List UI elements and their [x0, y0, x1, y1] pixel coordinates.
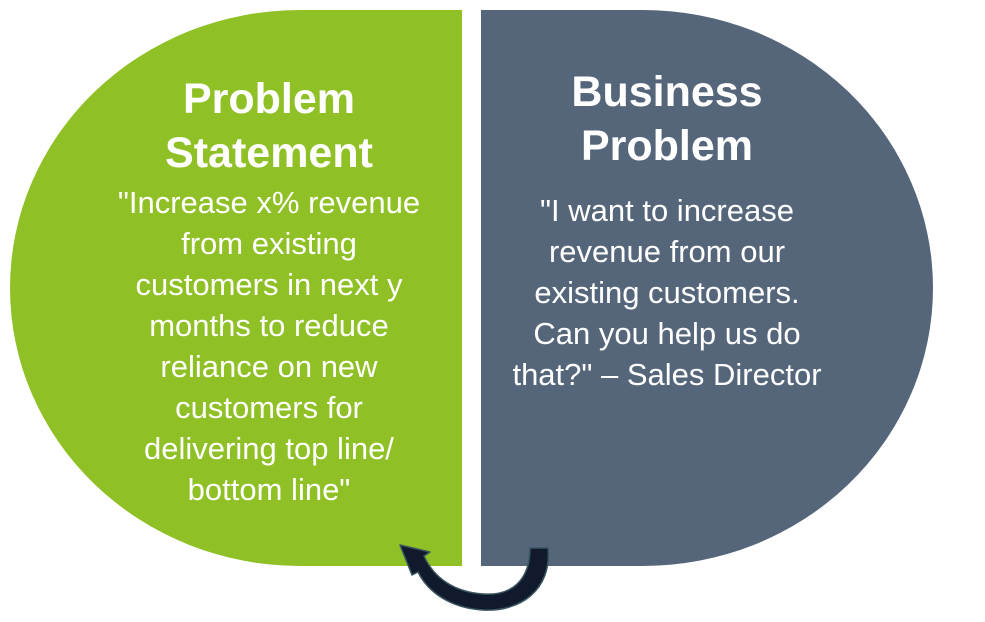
business-problem-title: Business Problem — [571, 68, 763, 170]
business-problem-text: "I want to increase revenue from our exi… — [512, 193, 822, 392]
curved-arrow-body — [399, 544, 549, 611]
curved-arrow-icon — [399, 544, 549, 611]
problem-statement-text: "Increase x% revenue from existing custo… — [117, 185, 421, 507]
business-problem-panel: Business Problem "I want to increase rev… — [481, 10, 933, 566]
problem-statement-panel: Problem Statement "Increase x% revenue f… — [10, 10, 462, 566]
problem-statement-title: Problem Statement — [165, 75, 373, 177]
